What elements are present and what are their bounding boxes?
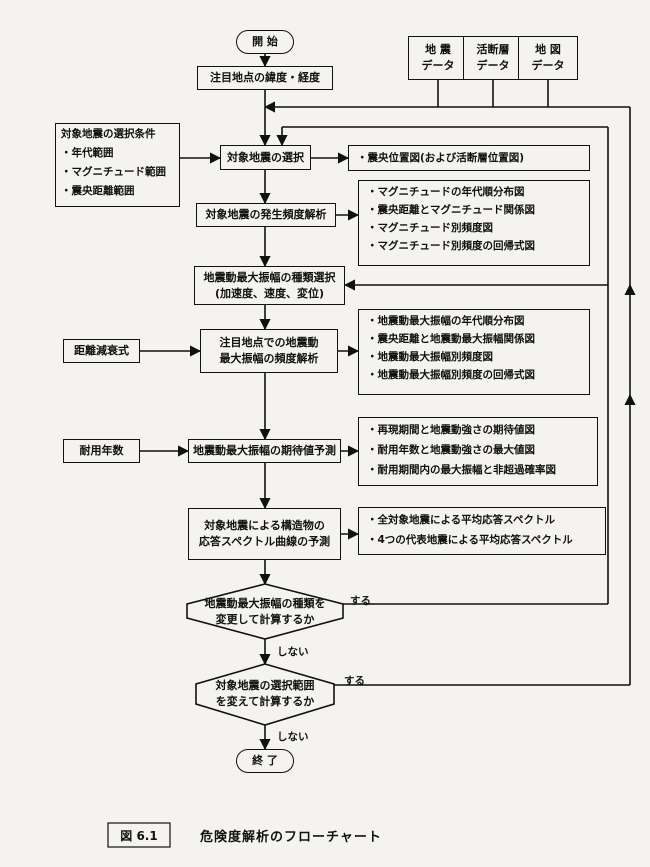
- output-item: ・全対象地震による平均応答スペクトル: [367, 514, 555, 526]
- decision1-line1: 地震動最大振幅の種類を: [204, 597, 326, 610]
- output-item: ・再現期間と地震動強さの期待値図: [367, 424, 535, 436]
- decision1-yes-label: する: [350, 595, 371, 607]
- coords-box: 注目地点の緯度・経度: [197, 66, 333, 90]
- site-freq-box: 注目地点での地震動 最大振幅の頻度解析: [200, 329, 338, 373]
- output-item: ・震央距離とマグニチュード関係図: [367, 204, 535, 216]
- spectrum-outputs-box: ・全対象地震による平均応答スペクトル ・4つの代表地震による平均応答スペクトル: [358, 507, 606, 555]
- output-item: ・地震動最大振幅別頻度図: [367, 351, 493, 363]
- start-node: 開 始: [236, 30, 294, 54]
- output-item: ・マグニチュードの年代順分布図: [367, 186, 525, 198]
- expect-pred-box: 地震動最大振幅の期待値予測: [188, 439, 341, 463]
- decision2-text: 対象地震の選択範囲 を変えて計算するか: [196, 676, 334, 712]
- amp-type-line2: (加速度、速度、変位): [214, 286, 325, 300]
- expect-outputs-box: ・再現期間と地震動強さの期待値図 ・耐用年数と地震動強さの最大値図 ・耐用期間内…: [358, 417, 598, 486]
- decision1-no-label: しない: [277, 646, 309, 658]
- output-item: ・4つの代表地震による平均応答スペクトル: [367, 534, 573, 546]
- epicenter-map-box: ・震央位置図(および活断層位置図): [348, 145, 590, 171]
- figure-title: 危険度解析のフローチャート: [200, 830, 382, 845]
- map-data-box: 地 図 データ: [518, 36, 578, 80]
- decision2-line1: 対象地震の選択範囲: [215, 679, 315, 692]
- decision2-line2: を変えて計算するか: [215, 695, 315, 708]
- fault-data-line2: データ: [476, 59, 510, 72]
- amp-outputs-box: ・地震動最大振幅の年代順分布図 ・震央距離と地震動最大振幅関係図 ・地震動最大振…: [358, 309, 590, 395]
- map-data-line1: 地 図: [535, 43, 561, 56]
- conditions-title: 対象地震の選択条件: [61, 128, 156, 140]
- spectrum-box: 対象地震による構造物の 応答スペクトル曲線の予測: [188, 508, 341, 560]
- freq-analysis-box: 対象地震の発生頻度解析: [196, 203, 336, 227]
- amp-type-line1: 地震動最大振幅の種類選択: [203, 270, 336, 284]
- decision1-text: 地震動最大振幅の種類を 変更して計算するか: [187, 595, 343, 629]
- site-freq-line2: 最大振幅の頻度解析: [219, 352, 319, 365]
- condition-item: ・マグニチュード範囲: [61, 166, 166, 178]
- output-item: ・地震動最大振幅の年代順分布図: [367, 315, 525, 327]
- decision2-no-label: しない: [277, 731, 309, 743]
- decision1-shape: [186, 583, 344, 640]
- map-data-line2: データ: [531, 59, 565, 72]
- figure-number: 図 6.1: [120, 828, 158, 843]
- output-item: ・マグニチュード別頻度図: [367, 222, 493, 234]
- decision1-line2: 変更して計算するか: [215, 613, 315, 626]
- decision2-shape: [195, 663, 335, 726]
- quake-data-box: 地 震 データ: [408, 36, 468, 80]
- quake-data-line2: データ: [421, 59, 455, 72]
- condition-item: ・年代範囲: [61, 147, 114, 159]
- output-item: ・耐用期間内の最大振幅と非超過確率図: [367, 464, 556, 476]
- select-quake-box: 対象地震の選択: [220, 145, 311, 170]
- quake-data-line1: 地 震: [425, 43, 451, 56]
- site-freq-line1: 注目地点での地震動: [219, 336, 319, 349]
- amp-type-box: 地震動最大振幅の種類選択 (加速度、速度、変位): [194, 266, 345, 305]
- service-life-box: 耐用年数: [63, 439, 140, 463]
- spectrum-line2: 応答スペクトル曲線の予測: [198, 535, 331, 548]
- fault-data-box: 活断層 データ: [463, 36, 523, 80]
- output-item: ・マグニチュード別頻度の回帰式図: [367, 240, 535, 252]
- output-item: ・耐用年数と地震動強さの最大値図: [367, 444, 535, 456]
- condition-item: ・震央距離範囲: [61, 185, 135, 197]
- conditions-box: 対象地震の選択条件 ・年代範囲 ・マグニチュード範囲 ・震央距離範囲: [55, 123, 180, 207]
- fault-data-line1: 活断層: [476, 43, 510, 56]
- attenuation-box: 距離減衰式: [63, 339, 140, 363]
- decision2-yes-label: する: [344, 675, 365, 687]
- freq-outputs-box: ・マグニチュードの年代順分布図 ・震央距離とマグニチュード関係図 ・マグニチュー…: [358, 180, 590, 266]
- end-node: 終 了: [236, 749, 294, 773]
- output-item: ・震央位置図(および活断層位置図): [357, 152, 525, 164]
- spectrum-line1: 対象地震による構造物の: [204, 519, 325, 532]
- caption-box: [107, 822, 171, 848]
- output-item: ・震央距離と地震動最大振幅関係図: [367, 333, 535, 345]
- output-item: ・地震動最大振幅別頻度の回帰式図: [367, 369, 535, 381]
